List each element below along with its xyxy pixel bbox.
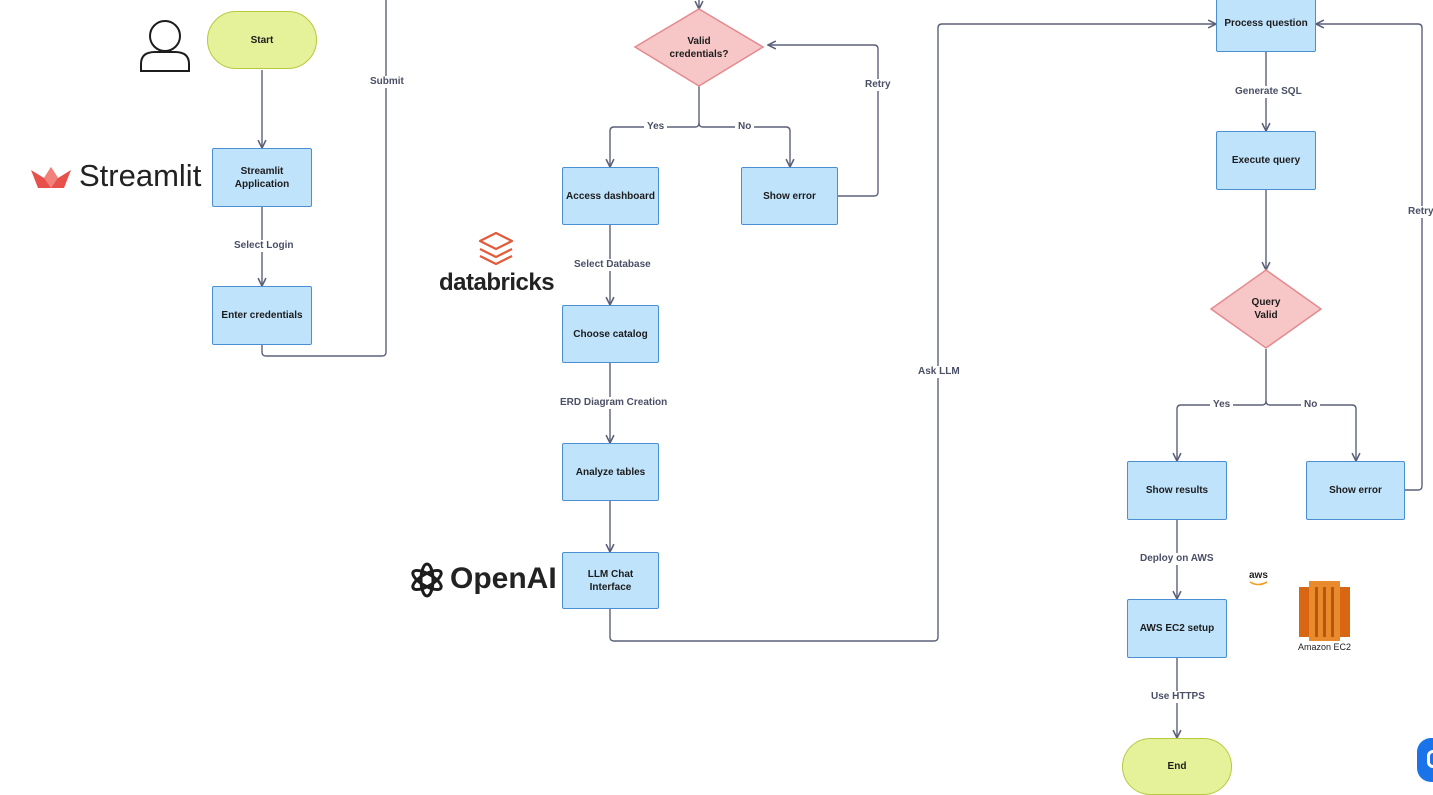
amazon-ec2-icon (1299, 581, 1350, 641)
databricks-logo-text: databricks (439, 269, 555, 296)
execute-query-label: Execute query (1231, 155, 1301, 166)
show-error-query-node[interactable]: Show error (1306, 461, 1405, 520)
show-error-login-label: Show error (763, 190, 816, 202)
aws-smile-icon (1249, 581, 1268, 586)
edge-label-deploy-aws: Deploy on AWS (1137, 553, 1217, 565)
chat-bubble-icon[interactable] (1417, 738, 1433, 782)
amazon-ec2-logo-text: Amazon EC2 (1298, 642, 1352, 652)
aws-ec2-setup-label: AWS EC2 setup (1139, 623, 1215, 634)
edge-ask-llm (609, 24, 1216, 642)
edge-label-no-2: No (1301, 399, 1321, 411)
start-terminal[interactable]: Start (207, 11, 317, 69)
edge-label-retry-2: Retry (1405, 206, 1433, 218)
edge-label-ask-llm: Ask LLM (915, 366, 963, 378)
aws-logo-text: aws (1249, 570, 1268, 581)
execute-query-node[interactable]: Execute query (1216, 131, 1316, 190)
streamlit-application-label: Streamlit Application (234, 165, 290, 190)
edge-label-yes-1: Yes (644, 121, 668, 133)
edge-label-select-login: Select Login (231, 240, 297, 252)
llm-chat-interface-node[interactable]: LLM Chat Interface (562, 552, 659, 609)
edge-retry-1 (768, 45, 879, 197)
llm-chat-interface-label: LLM Chat Interface (587, 568, 634, 593)
analyze-tables-node[interactable]: Analyze tables (562, 443, 659, 501)
streamlit-logo-text: Streamlit (79, 158, 202, 193)
choose-catalog-node[interactable]: Choose catalog (562, 305, 659, 363)
connectors (261, 0, 1423, 738)
process-question-node[interactable]: Process question (1216, 0, 1316, 52)
edge-submit (261, 0, 387, 357)
access-dashboard-label: Access dashboard (566, 190, 655, 202)
query-valid-decision[interactable] (1209, 269, 1323, 349)
edge-label-retry-1: Retry (862, 79, 894, 91)
choose-catalog-label: Choose catalog (573, 328, 648, 340)
edge-label-generate-sql: Generate SQL (1232, 86, 1305, 98)
databricks-logo-icon (478, 231, 514, 266)
edge-retry-2 (1316, 24, 1423, 491)
streamlit-application-node[interactable]: Streamlit Application (212, 148, 312, 207)
edge-label-select-database: Select Database (571, 259, 654, 271)
end-label: End (1167, 761, 1187, 772)
edge-no-2 (1265, 400, 1356, 461)
show-error-query-label: Show error (1329, 485, 1382, 496)
enter-credentials-label: Enter credentials (221, 310, 303, 321)
edge-label-use-https: Use HTTPS (1148, 691, 1208, 703)
edge-label-no-1: No (735, 121, 755, 133)
openai-logo-text: OpenAI (450, 562, 557, 595)
analyze-tables-label: Analyze tables (575, 466, 646, 478)
edge-label-erd-diagram: ERD Diagram Creation (557, 397, 671, 409)
edge-label-submit: Submit (367, 76, 407, 88)
edge-label-yes-2: Yes (1210, 399, 1234, 411)
start-label: Start (250, 34, 274, 46)
process-question-label: Process question (1224, 17, 1308, 29)
show-error-login-node[interactable]: Show error (741, 167, 838, 225)
streamlit-logo-icon (31, 167, 71, 188)
show-results-label: Show results (1145, 485, 1209, 496)
access-dashboard-node[interactable]: Access dashboard (562, 167, 659, 225)
edge-no-1 (698, 122, 790, 167)
aws-ec2-setup-node[interactable]: AWS EC2 setup (1127, 599, 1227, 658)
end-terminal[interactable]: End (1122, 738, 1232, 795)
enter-credentials-node[interactable]: Enter credentials (212, 286, 312, 345)
show-results-node[interactable]: Show results (1127, 461, 1227, 520)
user-icon (140, 20, 190, 72)
valid-credentials-decision[interactable] (633, 8, 765, 87)
openai-logo-icon (411, 562, 443, 598)
